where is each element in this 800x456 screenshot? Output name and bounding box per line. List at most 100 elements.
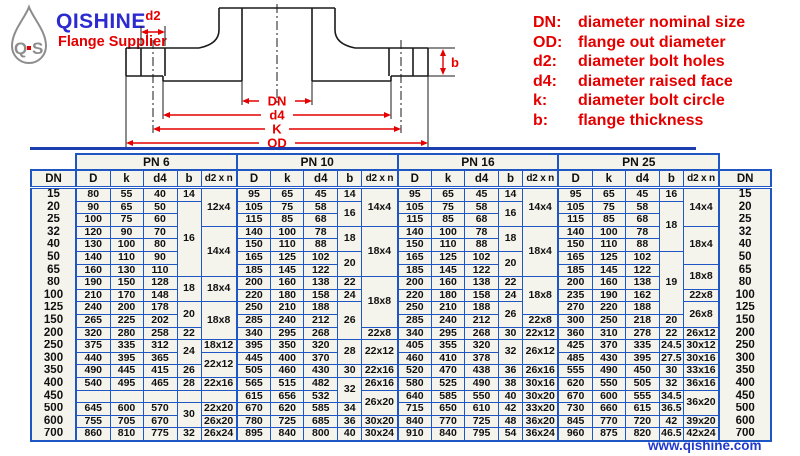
table-cell: 645 [75, 402, 111, 416]
table-cell-b: 20 [176, 301, 202, 328]
table-cell: 405 [396, 339, 433, 353]
table-cell-b: 34 [337, 402, 363, 416]
table-cell-d2n: 26x16 [522, 364, 560, 378]
table-cell: 125 [591, 250, 626, 265]
table-cell: 130 [75, 238, 111, 252]
table-cell: 395 [109, 351, 144, 366]
table-cell-d2n: 26x12 [522, 339, 560, 366]
table-cell: 110 [591, 238, 626, 252]
table-cell: 200 [396, 276, 433, 290]
table-cell: 88 [464, 238, 500, 252]
dn-cell: 80 [718, 276, 773, 290]
table-cell: 460 [396, 351, 433, 366]
table-cell: 128 [142, 276, 178, 290]
table-cell-b: 18 [658, 200, 684, 252]
table-cell: 85 [591, 213, 626, 227]
table-cell: 45 [624, 187, 660, 202]
table-cell: 505 [624, 376, 660, 391]
table-cell-d2n: 30x20 [361, 414, 399, 429]
table-cell-b: 26 [176, 364, 202, 378]
dn-cell: 100 [718, 289, 773, 302]
table-cell: 125 [270, 250, 305, 265]
table-cell-d2n: 14x4 [682, 187, 721, 227]
dim-label-k: K [272, 122, 282, 137]
table-cell: 68 [624, 213, 660, 227]
table-cell: 640 [396, 389, 433, 404]
legend-text: diameter bolt holes [578, 53, 725, 71]
legend-text: flange out diameter [578, 33, 726, 51]
table-cell: 40 [142, 187, 178, 202]
corner-cell [31, 154, 76, 170]
table-cell-d2n: 22x8 [361, 326, 399, 341]
table-cell: 162 [624, 288, 660, 303]
table-cell-d2n: 18x8 [361, 276, 399, 328]
column-header: k [270, 169, 305, 189]
table-cell: 800 [303, 427, 339, 442]
dn-cell: 50 [30, 251, 77, 265]
table-cell: 202 [142, 313, 178, 328]
table-cell: 720 [624, 414, 660, 429]
column-header: k [591, 169, 626, 189]
table-cell-d2n: 33x20 [522, 402, 560, 416]
table-cell: 840 [396, 414, 433, 429]
table-cell: 212 [464, 313, 500, 328]
dim-label-od: OD [267, 136, 287, 150]
table-cell-b: 38 [498, 376, 524, 391]
table-cell: 160 [591, 276, 626, 290]
table-cell-b: 16 [176, 200, 202, 278]
table-cell: 60 [142, 213, 178, 227]
table-cell: 620 [557, 376, 593, 391]
dn-cell: 125 [30, 301, 77, 315]
table-cell: 370 [591, 339, 626, 353]
table-cell: 295 [270, 326, 305, 341]
table-cell: 335 [109, 339, 144, 353]
table-cell-d2n: 18x12 [200, 339, 238, 353]
table-cell-d2n: 30x16 [682, 351, 721, 366]
table-cell: 270 [557, 301, 593, 315]
dn-cell: 400 [718, 377, 773, 390]
table-cell: 100 [431, 225, 466, 240]
table-cell: 148 [142, 288, 178, 303]
dn-cell: 32 [718, 226, 773, 239]
table-cell: 188 [303, 301, 339, 315]
table-cell-b: 20 [337, 250, 363, 278]
dn-cell: 450 [718, 390, 773, 403]
table-cell: 268 [303, 326, 339, 341]
dn-cell: 65 [30, 264, 77, 277]
table-cell: 140 [557, 225, 593, 240]
legend-item-d4: d4:diameter raised face [533, 72, 745, 92]
table-cell: 610 [464, 402, 500, 416]
column-header: b [498, 169, 524, 189]
table-cell: 200 [109, 301, 144, 315]
table-cell: 58 [303, 200, 339, 215]
dn-column-header: DN [718, 169, 773, 189]
table-cell: 150 [109, 276, 144, 290]
table-cell: 160 [270, 276, 305, 290]
table-cell: 400 [270, 351, 305, 366]
table-cell: 240 [75, 301, 111, 315]
table-cell: 365 [142, 351, 178, 366]
website-link[interactable]: www.qishine.com [648, 438, 762, 453]
table-cell: 265 [75, 313, 111, 328]
table-cell-b: 32 [498, 339, 524, 366]
table-cell: 100 [591, 225, 626, 240]
header-divider [30, 147, 696, 150]
table-cell: 145 [591, 263, 626, 278]
table-cell: 225 [109, 313, 144, 328]
table-cell: 482 [303, 376, 339, 391]
table-cell: 810 [109, 427, 144, 442]
table-cell: 138 [624, 276, 660, 290]
table-cell-b: 14 [176, 187, 202, 202]
legend-item-dn: DN:diameter nominal size [533, 13, 745, 33]
table-cell-d2n: 30x24 [361, 427, 399, 442]
table-cell-d2n: 26x16 [361, 376, 399, 391]
table-cell-d2n: 18x8 [522, 276, 560, 315]
table-cell: 370 [303, 351, 339, 366]
dn-cell: 300 [718, 352, 773, 365]
table-cell: 335 [624, 339, 660, 353]
legend-text: diameter nominal size [578, 14, 746, 31]
